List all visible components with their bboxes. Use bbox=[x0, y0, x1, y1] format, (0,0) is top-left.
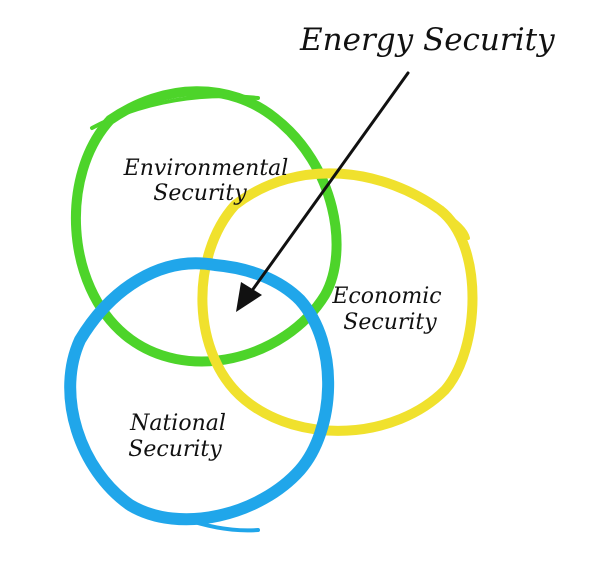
national-circle bbox=[64, 257, 335, 533]
national-label-line-2: Security bbox=[128, 437, 222, 462]
environmental-circle-tail bbox=[90, 94, 260, 130]
national-circle-stroke bbox=[64, 257, 335, 526]
economic-circle bbox=[197, 168, 478, 436]
arrow bbox=[236, 71, 410, 312]
economic-label-line-1: Economic bbox=[331, 284, 441, 309]
title: Energy Security bbox=[299, 22, 555, 58]
economic-label: Economic Security bbox=[331, 284, 441, 335]
arrow-head-icon bbox=[236, 282, 262, 312]
national-circle-tail bbox=[180, 516, 260, 533]
economic-circle-tail bbox=[438, 208, 470, 240]
arrow-shaft bbox=[244, 71, 410, 301]
national-label: National Security bbox=[128, 411, 226, 462]
economic-label-line-2: Security bbox=[343, 310, 437, 335]
environmental-label-line-2: Security bbox=[153, 181, 247, 206]
national-label-line-1: National bbox=[129, 411, 226, 436]
economic-circle-stroke bbox=[197, 168, 478, 436]
environmental-label: Environmental Security bbox=[123, 156, 289, 206]
environmental-label-line-1: Environmental bbox=[123, 156, 289, 181]
